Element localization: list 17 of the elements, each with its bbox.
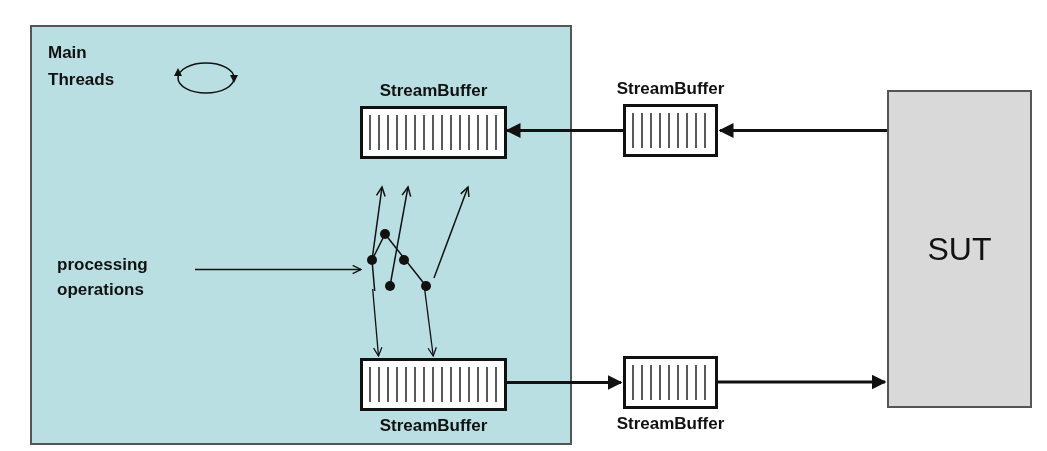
buffer-label: StreamBuffer bbox=[616, 414, 725, 434]
arrow bbox=[505, 375, 623, 390]
buffer-label: StreamBuffer bbox=[616, 79, 725, 99]
thread-panel bbox=[30, 25, 572, 445]
buffer-label: StreamBuffer bbox=[379, 416, 488, 436]
panel-heading: Main Threads bbox=[48, 42, 116, 91]
arrow bbox=[194, 264, 362, 275]
arrow bbox=[718, 123, 887, 138]
buffer-label: StreamBuffer bbox=[379, 81, 488, 101]
arrow bbox=[424, 288, 437, 357]
annotation-text: processing operations bbox=[57, 252, 197, 296]
operations-graph-drawing bbox=[365, 183, 473, 291]
arrow bbox=[372, 288, 383, 357]
arrow bbox=[718, 374, 887, 390]
system-label: SUT bbox=[927, 230, 992, 268]
arrow bbox=[505, 123, 623, 138]
system-box bbox=[887, 90, 1032, 408]
